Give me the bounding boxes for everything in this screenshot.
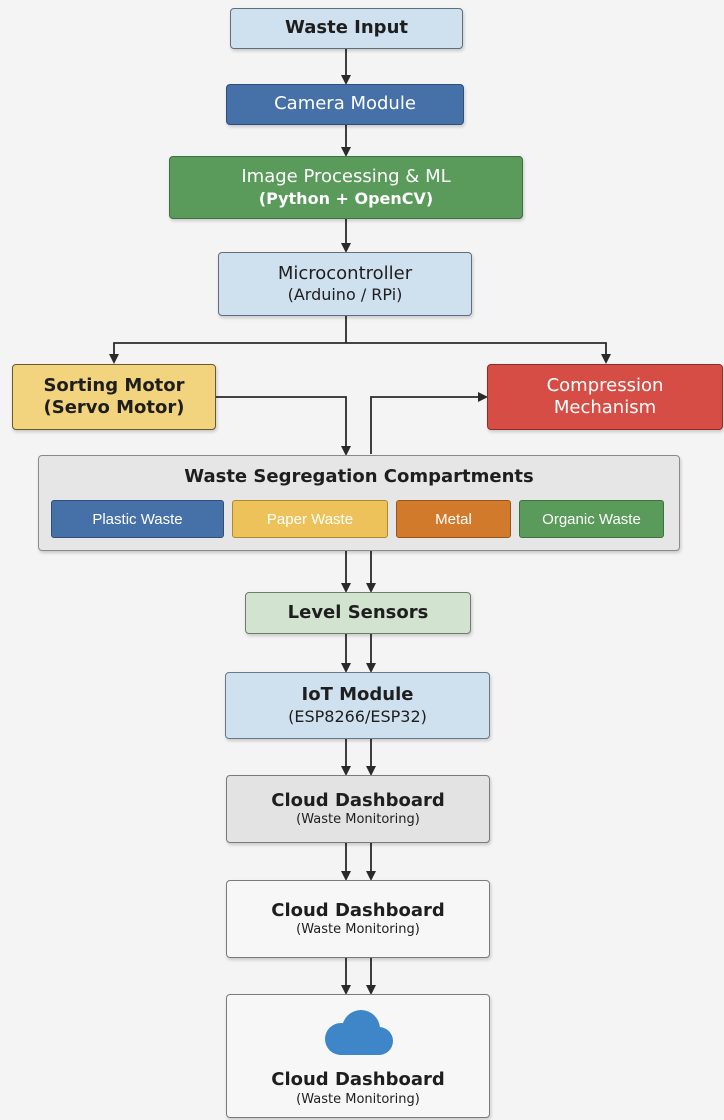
node-compression-mechanism: Compression Mechanism [487,364,723,430]
waste-input-title: Waste Input [285,17,408,39]
iot-module-subtitle: (ESP8266/ESP32) [288,706,427,726]
node-image-processing: Image Processing & ML (Python + OpenCV) [169,156,523,219]
microcontroller-subtitle: (Arduino / RPi) [287,285,403,305]
node-cloud-dashboard-1: Cloud Dashboard (Waste Monitoring) [226,775,490,843]
compartment-organic-label: Organic Waste [542,510,641,528]
microcontroller-title: Microcontroller [277,262,413,284]
node-cloud-dashboard-3: Cloud Dashboard (Waste Monitoring) [226,994,490,1118]
sorting-motor-title: Sorting Motor [43,374,185,396]
compartment-paper-label: Paper Waste [266,510,354,528]
compression-title: Compression [546,374,664,396]
camera-module-title: Camera Module [274,93,416,115]
node-microcontroller: Microcontroller (Arduino / RPi) [218,252,472,316]
compartment-plastic-waste: Plastic Waste [51,500,224,538]
arrow-sorting-segregation [216,396,351,456]
arrow-micro-to-compression [346,342,611,364]
node-cloud-dashboard-2: Cloud Dashboard (Waste Monitoring) [226,880,490,958]
cloud-icon [325,1010,393,1055]
image-processing-subtitle: (Python + OpenCV) [258,188,434,208]
arrow-micro-to-sorting [109,342,346,364]
level-sensors-title: Level Sensors [287,601,429,623]
cloud-dashboard-1-title: Cloud Dashboard [271,789,445,811]
iot-module-title: IoT Module [301,684,414,706]
compartment-organic-waste: Organic Waste [519,500,664,538]
node-waste-input: Waste Input [230,8,463,49]
segregation-title: Waste Segregation Compartments [184,466,534,487]
node-sorting-motor: Sorting Motor (Servo Motor) [12,364,216,430]
cloud-dashboard-2-title: Cloud Dashboard [271,899,445,921]
sorting-motor-subtitle: (Servo Motor) [43,397,185,418]
node-camera-module: Camera Module [226,84,464,125]
compression-subtitle: Mechanism [553,397,657,418]
cloud-dashboard-1-subtitle: (Waste Monitoring) [296,812,420,828]
compartment-metal-label: Metal [435,510,472,528]
node-iot-module: IoT Module (ESP8266/ESP32) [225,672,490,739]
image-processing-title: Image Processing & ML [241,166,451,188]
node-level-sensors: Level Sensors [245,592,471,634]
compartment-metal: Metal [396,500,511,538]
cloud-dashboard-2-subtitle: (Waste Monitoring) [296,922,420,938]
compartment-paper-waste: Paper Waste [232,500,388,538]
cloud-dashboard-3-subtitle: (Waste Monitoring) [296,1091,420,1107]
compartment-plastic-label: Plastic Waste [92,510,183,528]
cloud-dashboard-3-title: Cloud Dashboard [271,1069,445,1090]
arrow-segregation-compression [370,392,488,454]
